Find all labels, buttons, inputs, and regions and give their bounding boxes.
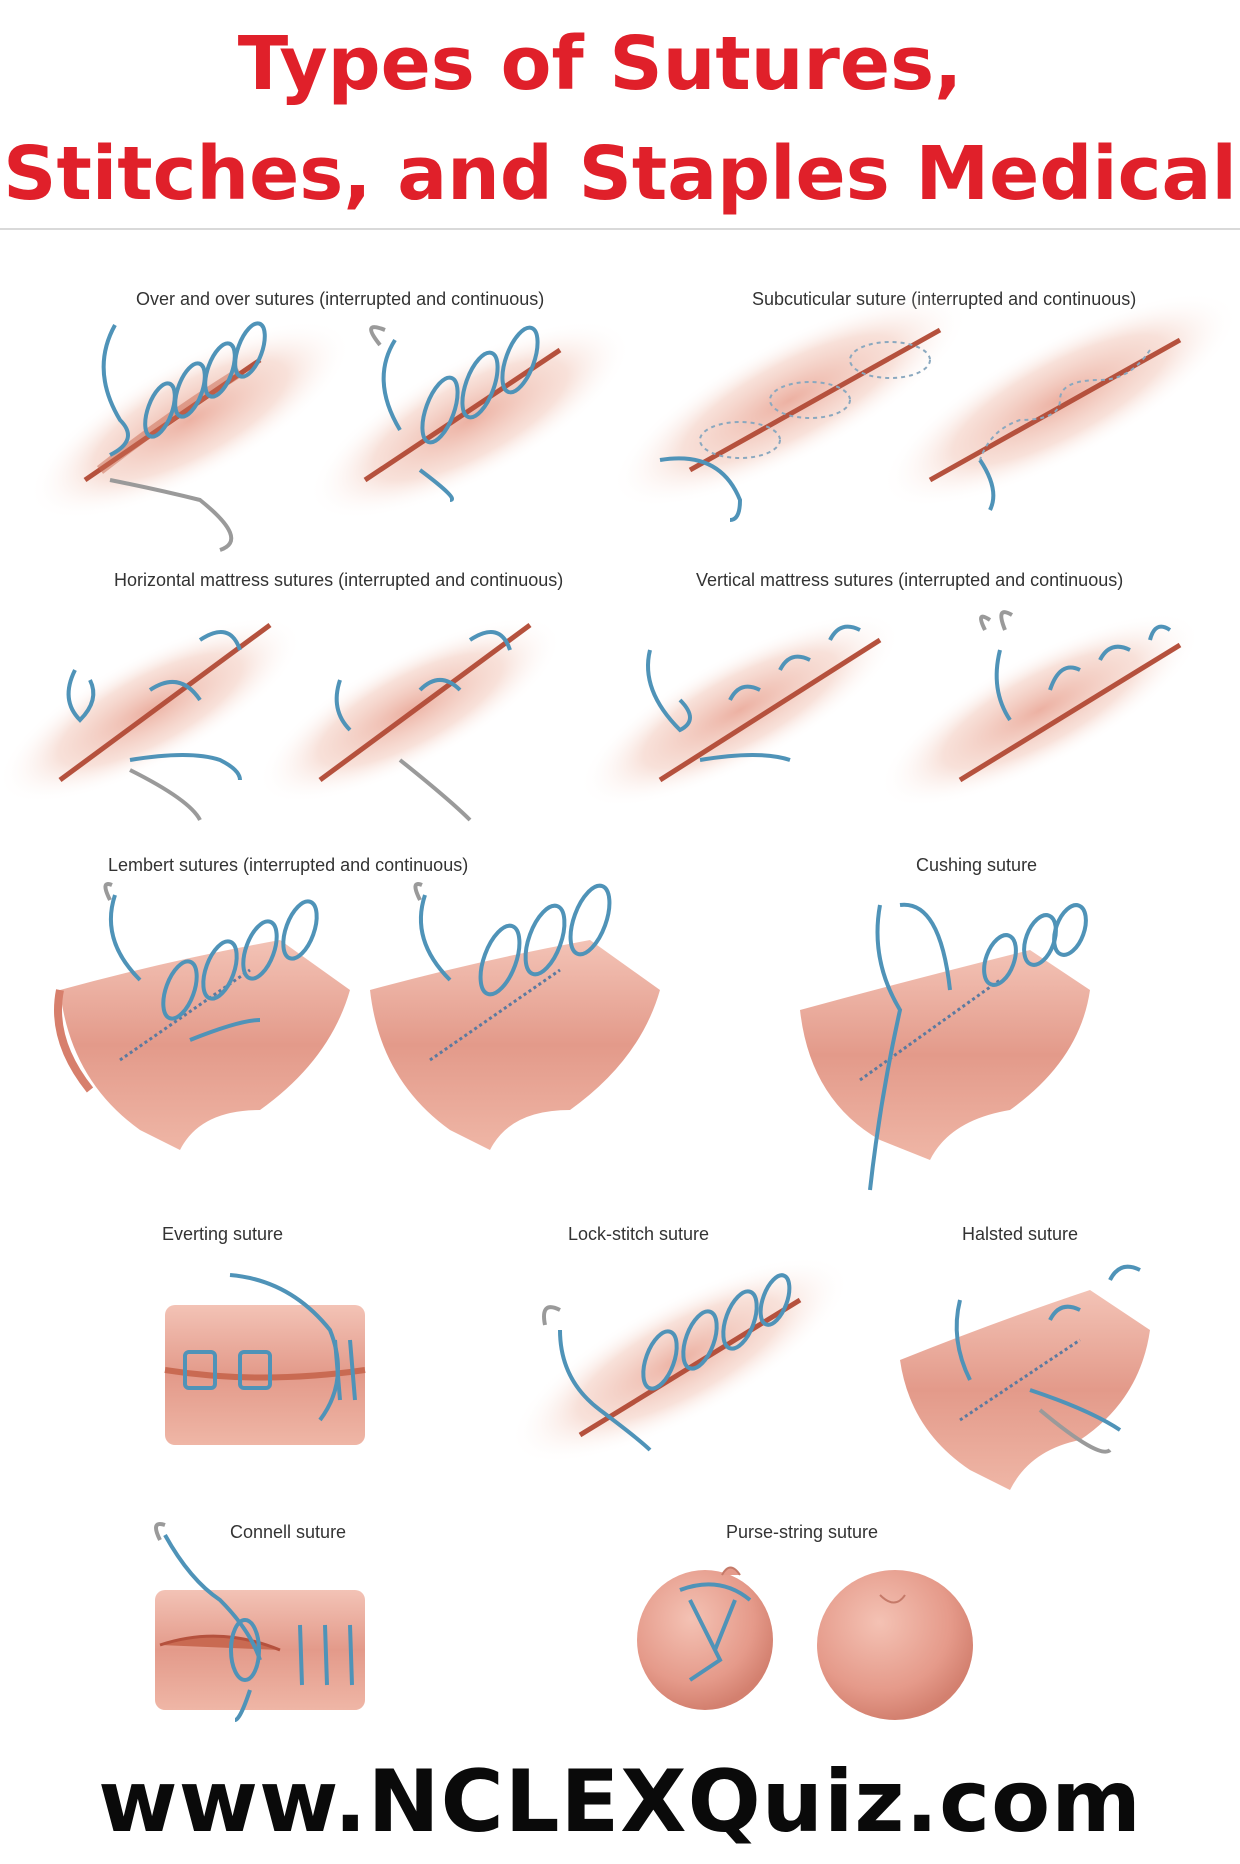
lock-stitch-illustration bbox=[509, 1256, 851, 1464]
subcuticular-continuous-illustration bbox=[881, 292, 1239, 511]
everting-illustration bbox=[164, 1273, 366, 1445]
footer-website-url: www.NCLEXQuiz.com bbox=[98, 1752, 1142, 1852]
label-lembert: Lembert sutures (interrupted and continu… bbox=[108, 855, 469, 875]
cushing-illustration bbox=[800, 902, 1090, 1191]
title-block: Types of Sutures, Stitches, and Staples … bbox=[0, 0, 1240, 232]
label-purse-string: Purse-string suture bbox=[726, 1522, 879, 1542]
subcuticular-interrupted-illustration bbox=[611, 292, 969, 522]
label-halsted: Halsted suture bbox=[962, 1224, 1079, 1244]
vertical-mattress-interrupted-illustration bbox=[578, 612, 902, 808]
over-and-over-interrupted-illustration bbox=[28, 320, 352, 552]
purse-string-open-illustration bbox=[637, 1566, 773, 1710]
purse-string-closed-illustration bbox=[817, 1570, 973, 1720]
label-horizontal-mattress: Horizontal mattress sutures (interrupted… bbox=[114, 570, 564, 590]
lembert-interrupted-illustration bbox=[54, 882, 350, 1150]
label-connell: Connell suture bbox=[230, 1522, 347, 1542]
label-everting: Everting suture bbox=[162, 1224, 284, 1244]
label-lock-stitch: Lock-stitch suture bbox=[568, 1224, 710, 1244]
title-divider bbox=[0, 228, 1240, 230]
horizontal-mattress-interrupted-illustration bbox=[0, 616, 303, 822]
label-vertical-mattress: Vertical mattress sutures (interrupted a… bbox=[696, 570, 1124, 590]
connell-illustration bbox=[154, 1522, 365, 1722]
page-title-line-1: Types of Sutures, bbox=[237, 21, 963, 107]
lembert-continuous-illustration bbox=[370, 882, 660, 1150]
horizontal-mattress-continuous-illustration bbox=[257, 616, 563, 822]
label-over-and-over: Over and over sutures (interrupted and c… bbox=[136, 289, 545, 309]
label-cushing: Cushing suture bbox=[916, 855, 1038, 875]
halsted-illustration bbox=[900, 1264, 1150, 1490]
page-title-line-2: Stitches, and Staples Medical bbox=[3, 131, 1237, 217]
vertical-mattress-continuous-illustration bbox=[878, 610, 1202, 808]
over-and-over-continuous-illustration bbox=[308, 320, 632, 520]
